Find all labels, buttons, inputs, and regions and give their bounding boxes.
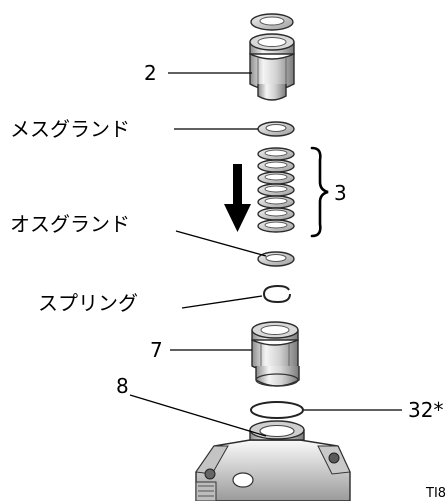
callout-male-gland: オスグランド [10,212,130,236]
gland-nut-part-2 [249,33,295,101]
leader-line-male-gland [175,230,267,257]
direction-down-arrow [224,164,251,232]
o-ring-part-32 [250,401,304,419]
figure-id: TI8 [425,486,446,501]
housing-part-8 [195,420,351,501]
male-gland [257,251,295,267]
callout-part-3: 3 [334,181,347,205]
female-gland [257,121,295,137]
packing-stack [257,147,295,233]
packing-brace [310,146,329,238]
leader-line-part-8 [129,394,267,437]
callout-part-8: 8 [116,374,129,398]
callout-part-2: 2 [144,61,157,85]
top-ring [250,13,294,31]
callout-spring: スプリング [38,291,138,315]
spring-clip [262,284,291,304]
callout-part-7: 7 [150,338,163,362]
gland-nut-part-7 [251,321,300,387]
callout-part-32: 32* [408,398,443,422]
leader-line-spring [181,295,263,309]
callout-female-gland: メスグランド [10,117,130,141]
